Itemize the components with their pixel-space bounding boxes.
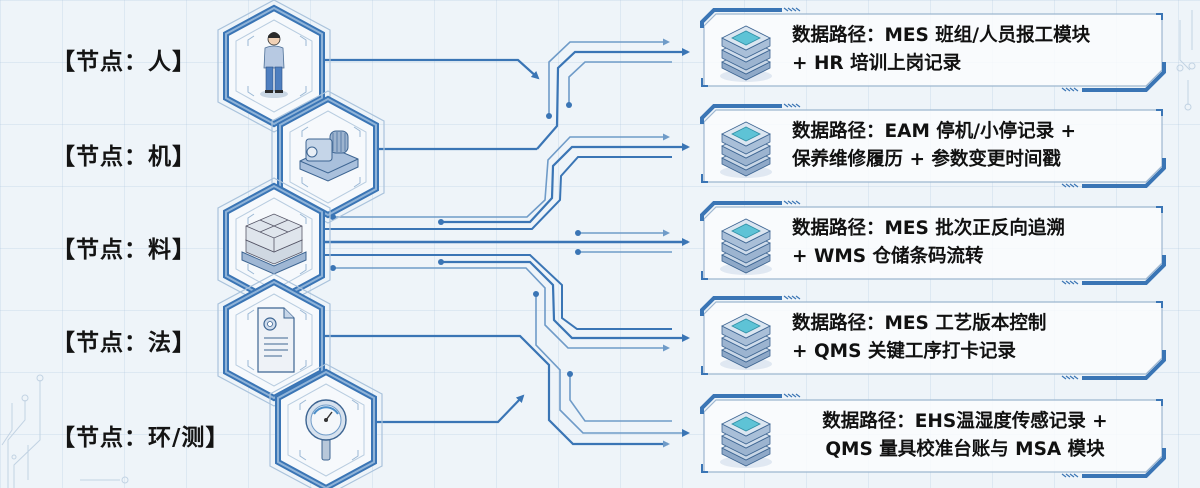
connector-environment — [377, 394, 525, 424]
connector-card1-top — [548, 38, 670, 116]
document-icon — [257, 307, 295, 373]
node-label-machine: 【节点：机】 — [52, 144, 196, 170]
data-path-card[interactable]: 数据路径：MES 工艺版本控制 + QMS 关键工序打卡记录 — [700, 294, 1166, 381]
hex-node-material[interactable] — [218, 184, 330, 304]
node-label-method: 【节点：法】 — [52, 330, 196, 356]
node-label-material: 【节点：料】 — [52, 237, 196, 263]
data-path-line1: 数据路径：MES 工艺版本控制 — [792, 313, 1047, 334]
node-label-environment: 【节点：环/测】 — [52, 425, 230, 451]
data-path-line2: + WMS 仓储条码流转 — [792, 246, 984, 267]
connector-card4-main — [441, 260, 690, 342]
server-stack-icon — [719, 411, 773, 469]
connector-card5-low — [569, 374, 672, 422]
person-icon — [260, 32, 288, 98]
data-path-line1: 数据路径：EAM 停机/小停记录 + — [792, 121, 1077, 142]
connector-method — [318, 334, 670, 448]
connector-card4-low — [333, 267, 670, 352]
pallet-boxes-icon — [241, 213, 307, 275]
data-path-card[interactable]: 数据路径：MES 班组/人员报工模块 + HR 培训上岗记录 — [700, 6, 1166, 93]
connector-card2-mid — [441, 143, 690, 224]
data-path-line2: QMS 量具校准台账与 MSA 模块 — [825, 439, 1105, 460]
server-stack-icon — [719, 218, 773, 276]
data-path-line1: 数据路径：MES 批次正反向追溯 — [792, 218, 1065, 239]
connector-card4-mat — [320, 254, 672, 330]
connector-card2-top — [333, 133, 670, 218]
connector-card5-main — [535, 294, 690, 437]
hex-node-method[interactable] — [218, 280, 330, 400]
motor-icon — [299, 130, 359, 182]
server-stack-icon — [719, 313, 773, 371]
server-stack-icon — [719, 121, 773, 179]
data-path-line2: 保养维修履历 + 参数变更时间戳 — [792, 149, 1061, 170]
pressure-gauge-icon — [305, 399, 347, 461]
hex-node-machine[interactable] — [272, 97, 384, 217]
data-path-card[interactable]: 数据路径：EHS温湿度传感记录 + QMS 量具校准台账与 MSA 模块 — [700, 392, 1166, 479]
server-stack-icon — [719, 25, 773, 83]
connector-card1-low — [568, 61, 672, 105]
data-path-line2: + HR 培训上岗记录 — [792, 53, 962, 74]
connector-people — [318, 58, 540, 80]
node-label-people: 【节点：人】 — [52, 49, 196, 75]
data-path-line1: 数据路径：EHS温湿度传感记录 + — [822, 411, 1108, 432]
data-path-card[interactable]: 数据路径：EAM 停机/小停记录 + 保养维修履历 + 参数变更时间戳 — [700, 102, 1166, 189]
data-path-line1: 数据路径：MES 班组/人员报工模块 — [792, 25, 1091, 46]
circuit-decoration-right — [1176, 10, 1196, 111]
hex-node-people[interactable] — [218, 6, 330, 126]
hex-node-environment[interactable] — [270, 370, 382, 488]
circuit-decoration-left — [1, 374, 129, 488]
connector-card1-main — [536, 48, 690, 150]
data-path-line2: + QMS 关键工序打卡记录 — [792, 341, 1016, 362]
connector-card2-mat — [320, 156, 672, 230]
data-path-card[interactable]: 数据路径：MES 批次正反向追溯 + WMS 仓储条码流转 — [700, 199, 1166, 286]
